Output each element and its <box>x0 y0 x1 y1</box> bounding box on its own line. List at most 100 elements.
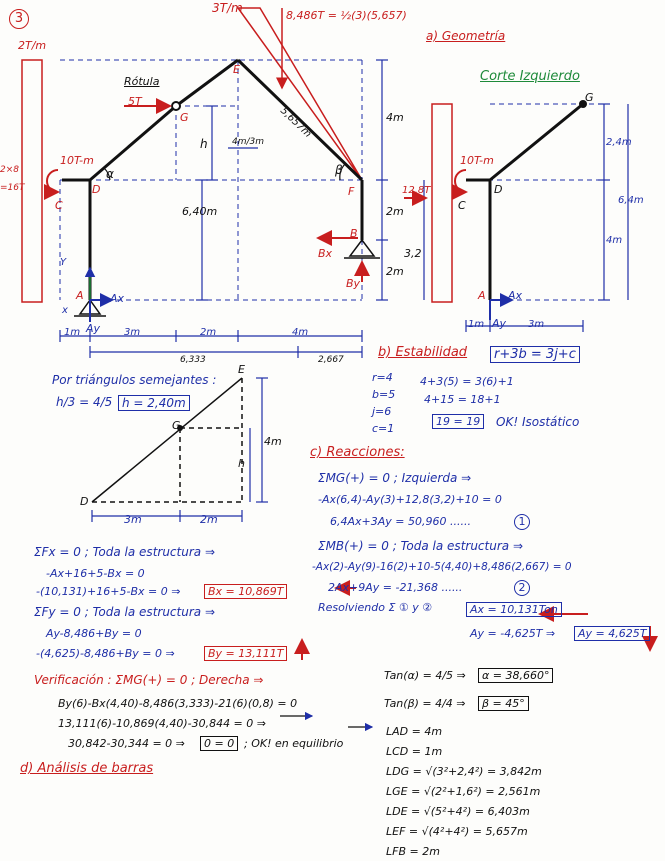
h-label: h <box>200 137 208 151</box>
verification-note: ; OK! en equilibrio <box>244 737 344 750</box>
triangles-title: Por triángulos semejantes : <box>52 373 217 387</box>
cut-node-c: C <box>458 199 466 212</box>
dim-640: 6,40m <box>182 205 218 218</box>
ax-result: Ax = 10,131Ton <box>466 602 562 617</box>
length-ge: LGE = √(2²+1,6²) = 2,561m <box>386 785 541 798</box>
moment-label: 10T-m <box>60 154 94 167</box>
eq1-tag: 1 <box>514 514 530 530</box>
cut-64m: 6,4m <box>618 195 644 206</box>
cut-3m: 3m <box>528 319 545 330</box>
sum-fy-line1: Ay-8,486+By = 0 <box>46 627 142 640</box>
dim-4m-right: 4m <box>386 111 404 124</box>
verification-line2: 13,111(6)-10,869(4,40)-30,844 = 0 ⇒ <box>58 717 266 730</box>
mb-all-title: ΣMB(+) = 0 ; Toda la estructura ⇒ <box>318 539 523 553</box>
dim-2667: 2,667 <box>318 355 344 365</box>
bx-label: Bx <box>318 247 333 260</box>
ay-result: Ay = 4,625T <box>574 626 651 641</box>
stability-j: j=6 <box>372 405 392 418</box>
tri-g: G <box>172 419 181 432</box>
cut-moment: 10T-m <box>460 154 494 167</box>
sum-fy-line2: -(4,625)-8,486+By = 0 ⇒ <box>36 647 175 660</box>
mg-left-eq: -Ax(6,4)-Ay(3)+12,8(3,2)+10 = 0 <box>318 493 502 506</box>
tri-d: D <box>80 495 89 508</box>
cut-node-d: D <box>494 183 503 196</box>
dim-1m: 1m <box>64 327 81 338</box>
length-cd: LCD = 1m <box>386 745 443 758</box>
sum-fy-title: ΣFy = 0 ; Toda la estructura ⇒ <box>34 605 215 619</box>
eq2-tag: 2 <box>514 580 530 596</box>
node-g: G <box>180 111 189 124</box>
x-axis-label: x <box>62 305 68 316</box>
cut-24m: 2,4m <box>606 137 632 148</box>
heading-bar-analysis: d) Análisis de barras <box>20 761 154 776</box>
length-ef: LEF = √(4²+4²) = 5,657m <box>386 825 528 838</box>
side-load-top: 2×8 <box>0 165 19 175</box>
sum-fx-line2: -(10,131)+16+5-Bx = 0 ⇒ <box>36 585 181 598</box>
support-b <box>348 238 376 257</box>
triangles-result: h = 2,40m <box>118 395 190 411</box>
node-b: B <box>350 227 358 240</box>
triangles-eq: h/3 = 4/5 <box>56 395 113 409</box>
tri-4m: 4m <box>264 435 282 448</box>
cut-distributed-load <box>431 103 453 303</box>
verification-line3: 30,842-30,344 = 0 ⇒ <box>68 737 185 750</box>
dim-3m: 3m <box>124 327 141 338</box>
tan-alpha: Tan(α) = 4/5 ⇒ <box>384 669 466 682</box>
top-triangular-load <box>236 7 363 181</box>
ay-label: Ay <box>86 322 101 335</box>
bx-result: Bx = 10,869T <box>204 584 288 599</box>
node-e: E <box>233 63 240 76</box>
stability-c: c=1 <box>372 422 395 435</box>
tri-h: h <box>238 457 245 470</box>
problem-number: 3 <box>9 9 29 29</box>
stability-r: r=4 <box>372 371 393 384</box>
resultant-label: 8,486T = ½(3)(5,657) <box>286 9 407 22</box>
stability-result: 19 = 19 <box>432 414 485 429</box>
heading-left-cut: Corte Izquierdo <box>480 69 580 84</box>
cut-load: 12,8T <box>402 185 431 196</box>
hinge-circle <box>171 101 181 111</box>
cut-ay: Ay <box>492 317 507 330</box>
dim-32: 3,2 <box>404 247 422 260</box>
length-de: LDE = √(5²+4²) = 6,403m <box>386 805 530 818</box>
stability-b: b=5 <box>372 388 396 401</box>
mg-left-title: ΣMG(+) = 0 ; Izquierda ⇒ <box>318 471 472 485</box>
node-c: C <box>55 199 63 212</box>
load-left-label: 2T/m <box>18 39 47 52</box>
verification-line1: By(6)-Bx(4,40)-8,486(3,333)-21(6)(0,8) =… <box>58 697 298 710</box>
stability-formula: r+3b = 3j+c <box>490 346 580 363</box>
cut-1m: 1m <box>468 319 485 330</box>
verification-title: Verificación : ΣMG(+) = 0 ; Derecha ⇒ <box>34 673 264 687</box>
dim-2m-right: 2m <box>386 205 404 218</box>
node-f: F <box>348 185 355 198</box>
cut-node-g: G <box>585 91 594 104</box>
dim-6333: 6,333 <box>180 355 206 365</box>
alpha-result: α = 38,660° <box>478 668 554 683</box>
heading-stability: b) Estabilidad <box>378 345 468 360</box>
mb-all-eq: -Ax(2)-Ay(9)-16(2)+10-5(4,40)+8,486(2,66… <box>312 561 572 573</box>
sum-fx-line1: -Ax+16+5-Bx = 0 <box>46 567 145 580</box>
stability-note: OK! Isostático <box>496 415 580 429</box>
length-dg: LDG = √(3²+2,4²) = 3,842m <box>386 765 542 778</box>
verification-result: 0 = 0 <box>200 736 239 751</box>
y-axis-label: Y <box>60 257 67 268</box>
by-result: By = 13,111T <box>204 646 288 661</box>
load-top-label: 3T/m <box>212 1 243 15</box>
ax-label: Ax <box>110 292 125 305</box>
beta-label: β <box>335 163 343 177</box>
eq1: 6,4Ax+3Ay = 50,960 ...... <box>330 515 471 528</box>
solving-label: Resolviendo Σ ① y ② <box>318 601 433 614</box>
hinge-label: Rótula <box>124 75 160 88</box>
eq2: 2Ax+9Ay = -21,368 ...... <box>328 581 463 594</box>
node-a: A <box>76 289 84 302</box>
left-distributed-load <box>21 59 43 303</box>
beta-result: β = 45° <box>478 696 529 711</box>
stability-line2: 4+15 = 18+1 <box>424 393 501 406</box>
ay-line: Ay = -4,625T ⇒ <box>470 627 556 640</box>
heading-reactions: c) Reacciones: <box>310 445 405 460</box>
alpha-label: α <box>106 167 114 181</box>
dim-4m: 4m <box>292 327 309 338</box>
side-load-bottom: =16T <box>0 183 25 193</box>
length-ad: LAD = 4m <box>386 725 443 738</box>
